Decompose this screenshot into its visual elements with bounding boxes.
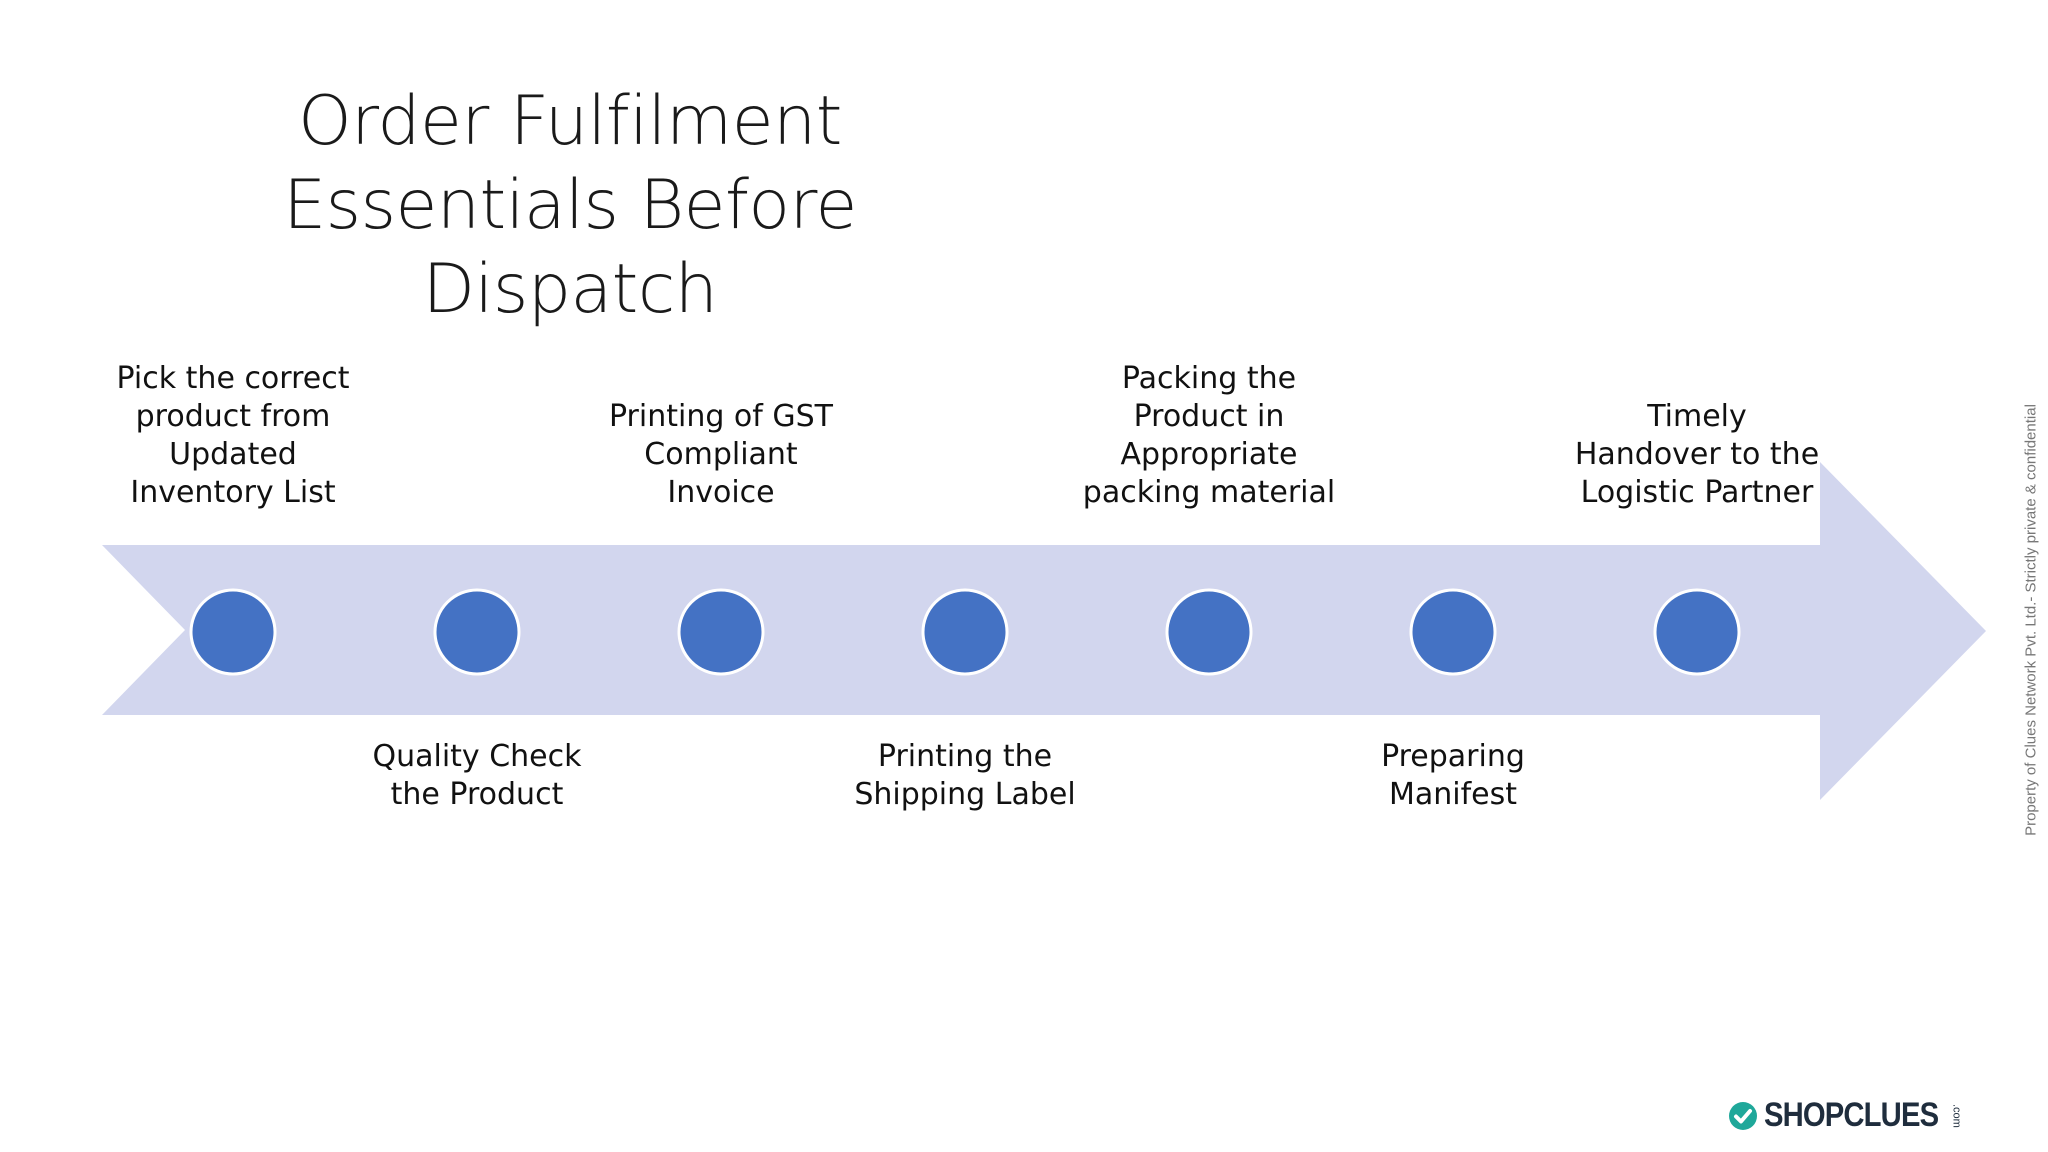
- confidential-watermark: Property of Clues Network Pvt. Ltd.- Str…: [2022, 404, 2040, 836]
- step-label-7: Timely Handover to the Logistic Partner: [1574, 399, 1820, 510]
- timeline-node-7: [1653, 588, 1741, 676]
- timeline-node-2: [433, 588, 521, 676]
- title-line-2: Essentials Before Dispatch: [283, 166, 857, 329]
- timeline-node-6: [1409, 588, 1497, 676]
- check-circle-icon: [1729, 1101, 1757, 1130]
- step-label-2: Quality Check the Product: [372, 739, 582, 812]
- step-label-1: Pick the correct product from Updated In…: [116, 361, 350, 510]
- step-label-3: Printing of GST Compliant Invoice: [608, 399, 833, 510]
- slide-title: Order Fulfilment Essentials Before Dispa…: [150, 80, 990, 332]
- title-line-1: Order Fulfilment: [298, 82, 842, 161]
- brand-logo: SHOPCLUES .com: [1728, 1096, 1963, 1135]
- step-label-6: Preparing Manifest: [1381, 739, 1525, 812]
- timeline-node-1: [189, 588, 277, 676]
- step-label-5: Packing the Product in Appropriate packi…: [1082, 361, 1336, 510]
- timeline-node-5: [1165, 588, 1253, 676]
- timeline-node-3: [677, 588, 765, 676]
- timeline-arrow: [102, 462, 1986, 800]
- step-label-4: Printing the Shipping Label: [854, 739, 1076, 812]
- timeline-nodes: [189, 588, 1741, 676]
- brand-suffix: .com: [1950, 1103, 1963, 1128]
- brand-name: SHOPCLUES: [1764, 1096, 1939, 1134]
- timeline-node-4: [921, 588, 1009, 676]
